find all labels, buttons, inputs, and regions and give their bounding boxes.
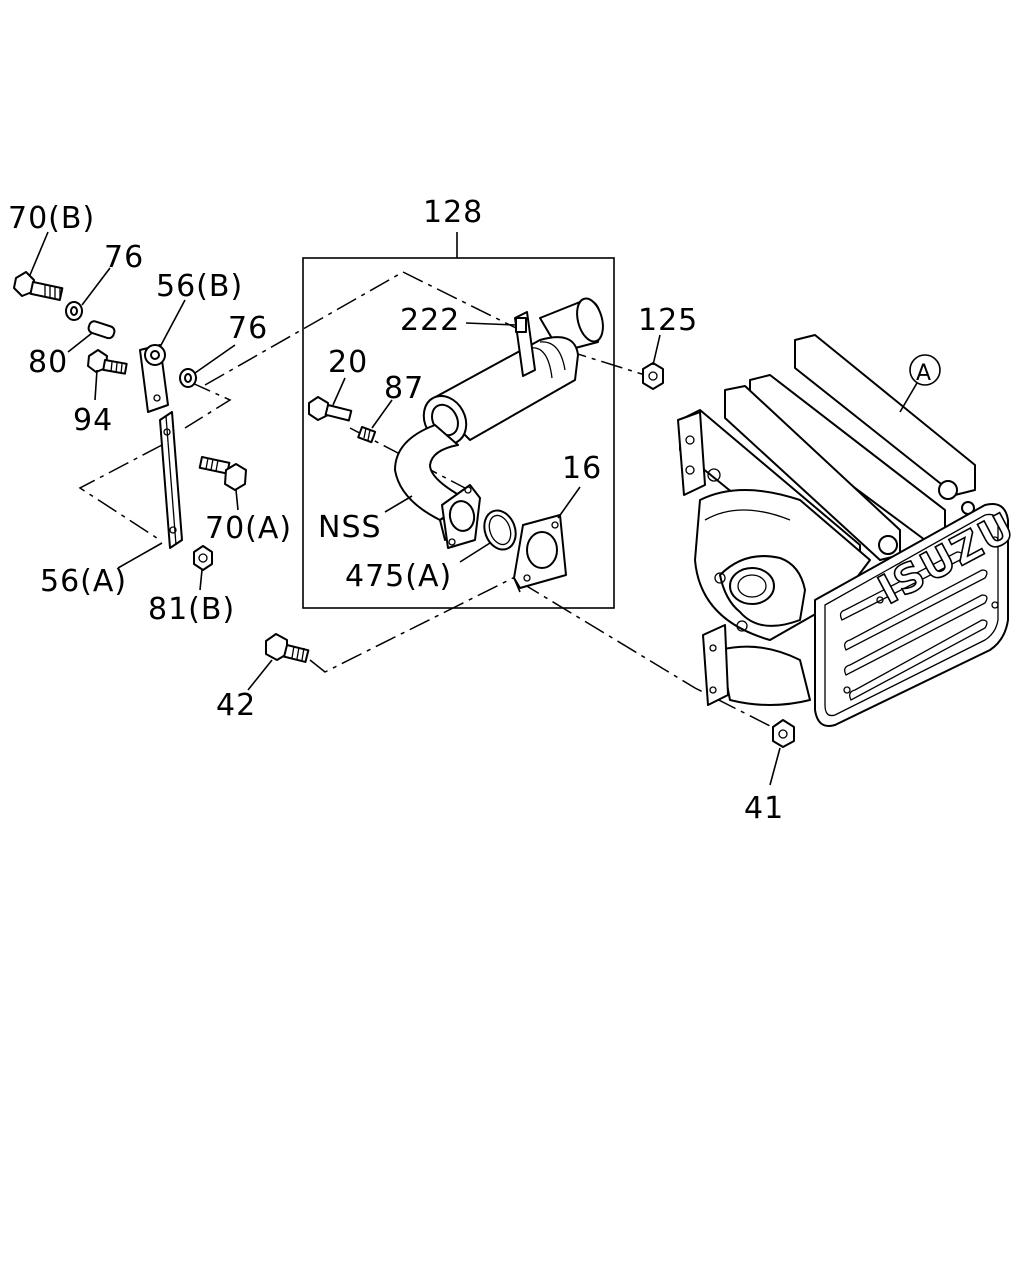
muffler-assembly — [394, 297, 604, 549]
label-475a: 475(A) — [345, 559, 452, 594]
label-76-upper: 76 — [104, 240, 144, 275]
stud-20 — [308, 396, 353, 422]
label-56b: 56(B) — [156, 269, 243, 304]
flange-gasket-16 — [513, 514, 567, 593]
bracket-56b — [139, 344, 169, 413]
alignment-line-42 — [309, 576, 516, 673]
label-a: A — [916, 361, 931, 386]
assembly-128-frame — [302, 257, 615, 609]
label-94: 94 — [73, 403, 113, 438]
nut-125 — [642, 362, 664, 390]
nut-41 — [772, 719, 795, 748]
alignment-line-to-muffler — [204, 271, 521, 386]
alignment-line-41 — [519, 581, 779, 731]
label-76-right: 76 — [228, 311, 268, 346]
callout-circle-a — [909, 354, 941, 386]
label-70a: 70(A) — [205, 511, 292, 546]
bracket-56a — [159, 411, 183, 549]
exhaust-manifold-cover — [677, 334, 1009, 727]
label-16: 16 — [562, 451, 602, 486]
label-81b: 81(B) — [148, 592, 235, 627]
label-nss: NSS — [318, 510, 382, 545]
bolt-70a — [198, 456, 247, 491]
label-80: 80 — [28, 345, 68, 380]
label-70b: 70(B) — [8, 201, 95, 236]
sleeve-80 — [87, 320, 116, 340]
bolt-94 — [87, 349, 128, 375]
label-128: 128 — [423, 195, 483, 230]
gasket-ring-475a — [483, 509, 517, 551]
label-56a: 56(A) — [40, 564, 127, 599]
alignment-line-bracket-upper — [184, 381, 232, 429]
label-125: 125 — [638, 303, 698, 338]
label-87: 87 — [384, 371, 424, 406]
label-42: 42 — [216, 688, 256, 723]
alignment-line-bracket-lower — [78, 444, 163, 541]
bolt-42 — [265, 633, 310, 663]
label-20: 20 — [328, 345, 368, 380]
spring-87 — [357, 426, 377, 444]
label-41: 41 — [744, 791, 784, 826]
label-222: 222 — [400, 303, 460, 338]
bolt-70b — [13, 271, 64, 301]
nut-81b — [193, 545, 213, 571]
